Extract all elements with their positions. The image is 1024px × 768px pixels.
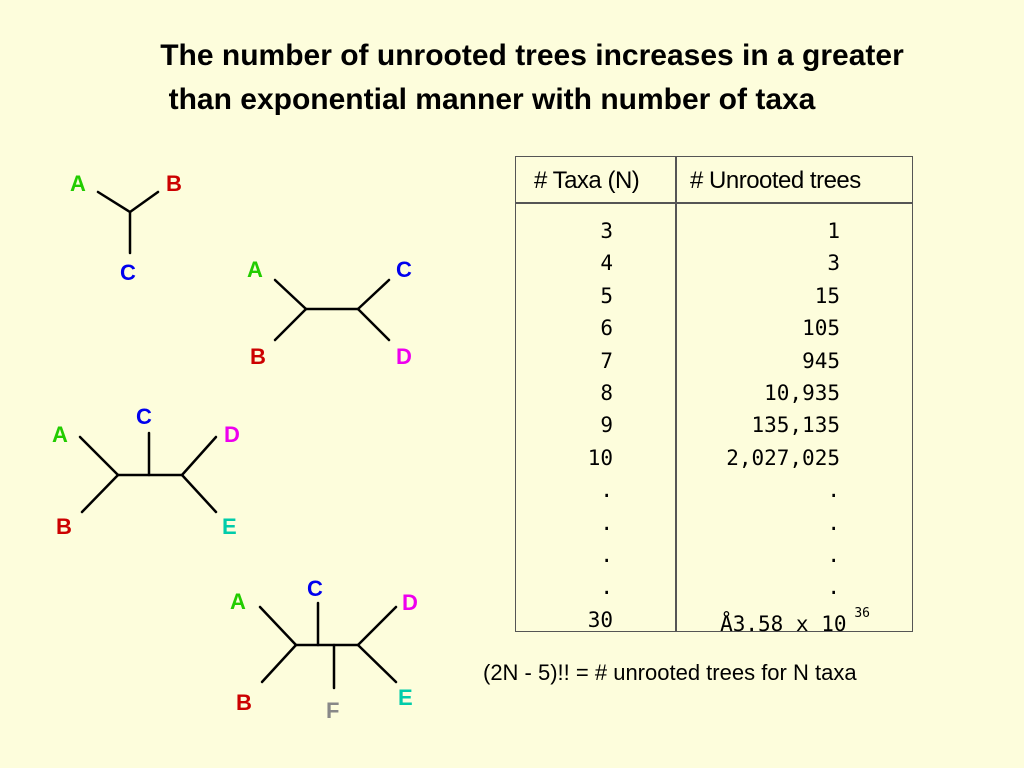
tree5-label-d: D (224, 422, 240, 447)
taxa-cell: . (600, 575, 613, 600)
taxa-column: 3 4 5 6 7 8 9 10.... 30 (533, 215, 613, 636)
trees-cell: 2,027,025 (726, 445, 840, 470)
trees-cell: 15 (814, 283, 840, 308)
tree6-label-b: B (236, 690, 252, 715)
tree3-label-b: B (166, 171, 182, 196)
tree4-label-c: C (396, 257, 412, 282)
trees-cell: 135,135 (751, 413, 840, 438)
taxa-cell: . (600, 510, 613, 535)
trees-cell-last: Å3.58 x 10 36 (620, 604, 870, 636)
trees-cell: 10,935 (764, 380, 840, 405)
trees-cell: . (827, 575, 840, 600)
tree4-label-d: D (396, 344, 412, 369)
taxa-cell: 4 (600, 251, 613, 276)
tree5-label-c: C (136, 404, 152, 429)
tree-3-taxa (96, 190, 160, 255)
tree6-label-e: E (398, 685, 413, 710)
taxa-cell: 8 (600, 380, 613, 405)
header-taxa: # Taxa (N) (534, 167, 640, 194)
table-column-divider (675, 157, 677, 631)
tree5-label-a: A (52, 422, 68, 447)
trees-cell: . (827, 510, 840, 535)
tree6-label-d: D (402, 590, 418, 615)
header-unrooted-trees: # Unrooted trees (690, 167, 861, 194)
taxa-cell: 10 (587, 445, 613, 470)
taxa-cell: 3 (600, 219, 613, 243)
trees-cell: 105 (802, 316, 840, 341)
tree3-label-c: C (120, 260, 136, 285)
tree3-label-a: A (70, 171, 86, 196)
trees-cell: 3 (827, 251, 840, 276)
tree6-label-a: A (230, 589, 246, 614)
tree-5-taxa (78, 431, 218, 514)
title-line-1: The number of unrooted trees increases i… (160, 39, 904, 72)
tree6-label-f: F (326, 698, 339, 723)
tree-4-taxa (273, 278, 391, 342)
title-line-2: than exponential manner with number of t… (168, 83, 816, 116)
trees-column: 1 3 15 105 945 10,935 135,135 2,027,025.... Å3.5… (620, 215, 870, 636)
trees-cell: . (827, 478, 840, 503)
trees-last-exponent: 36 (846, 605, 870, 621)
trees-cell: . (827, 542, 840, 567)
formula-text: (2N - 5)!! = # unrooted trees for N taxa (483, 660, 857, 685)
tree4-label-b: B (250, 344, 266, 369)
trees-cell: 1 (827, 219, 840, 243)
tree-6-taxa (258, 601, 398, 690)
tree4-label-a: A (247, 257, 263, 282)
taxa-cell: 6 (600, 316, 613, 341)
tree5-label-b: B (56, 514, 72, 539)
unrooted-trees-table: # Taxa (N) # Unrooted trees 3 4 5 6 7 8 9 10...… (515, 156, 913, 636)
trees-cell: 945 (802, 348, 840, 373)
taxa-cell: 30 (587, 607, 613, 632)
taxa-cell: . (600, 542, 613, 567)
trees-last-value: Å3.58 x 10 (720, 611, 847, 636)
tree6-label-c: C (307, 576, 323, 601)
taxa-cell: 9 (600, 413, 613, 438)
taxa-cell: 5 (600, 283, 613, 308)
tree5-label-e: E (222, 514, 237, 539)
tree-diagrams: A B C A B C D A B C D E A B C D E F (52, 171, 418, 723)
table-header-divider (516, 202, 912, 204)
page-title: The number of unrooted trees increases i… (0, 34, 1024, 122)
taxa-cell: . (600, 478, 613, 503)
taxa-cell: 7 (600, 348, 613, 373)
